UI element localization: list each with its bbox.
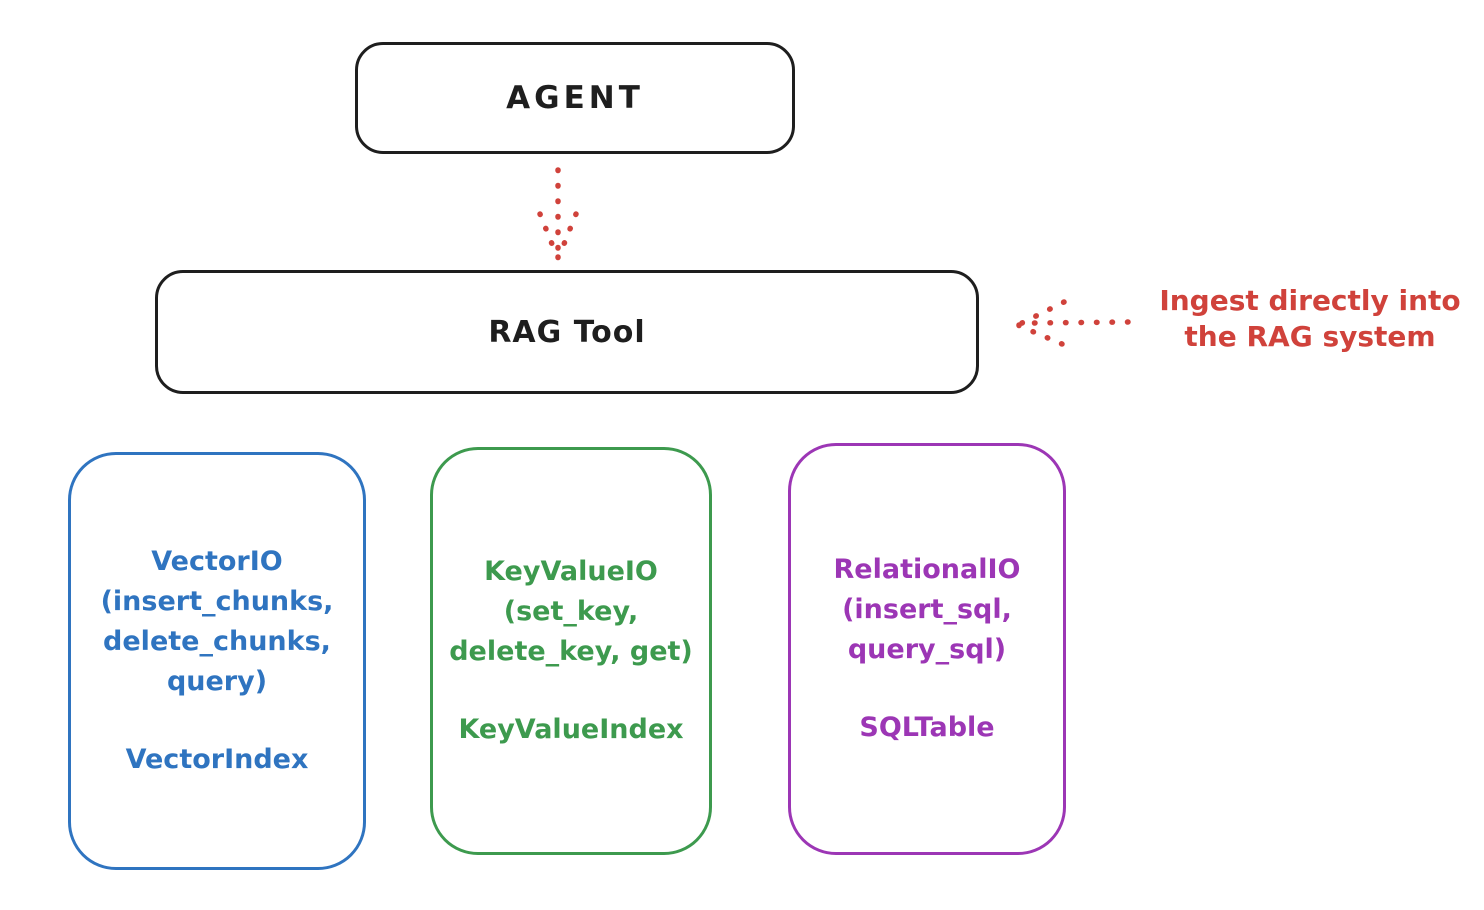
keyvalue-io-methods: KeyValueIO (set_key, delete_key, get) xyxy=(449,556,693,667)
dotted-arrow-down-icon xyxy=(537,167,579,261)
keyvalue-io-box: KeyValueIO (set_key, delete_key, get) Ke… xyxy=(430,447,712,855)
rag-tool-label: RAG Tool xyxy=(488,314,646,350)
vector-io-box: VectorIO (insert_chunks, delete_chunks, … xyxy=(68,452,366,870)
agent-node: AGENT xyxy=(355,42,795,154)
relational-io-methods: RelationalIO (insert_sql, query_sql) xyxy=(833,554,1021,665)
vector-io-methods: VectorIO (insert_chunks, delete_chunks, … xyxy=(100,546,334,697)
ingest-annotation: Ingest directly into the RAG system xyxy=(1159,284,1461,353)
dotted-arrow-left-icon xyxy=(1016,299,1131,347)
vector-index-label: VectorIndex xyxy=(125,744,309,775)
keyvalue-index-label: KeyValueIndex xyxy=(458,714,684,745)
sql-table-label: SQLTable xyxy=(859,712,995,743)
agent-label: AGENT xyxy=(506,80,644,116)
relational-io-box: RelationalIO (insert_sql, query_sql) SQL… xyxy=(788,443,1066,855)
rag-tool-node: RAG Tool xyxy=(155,270,979,394)
